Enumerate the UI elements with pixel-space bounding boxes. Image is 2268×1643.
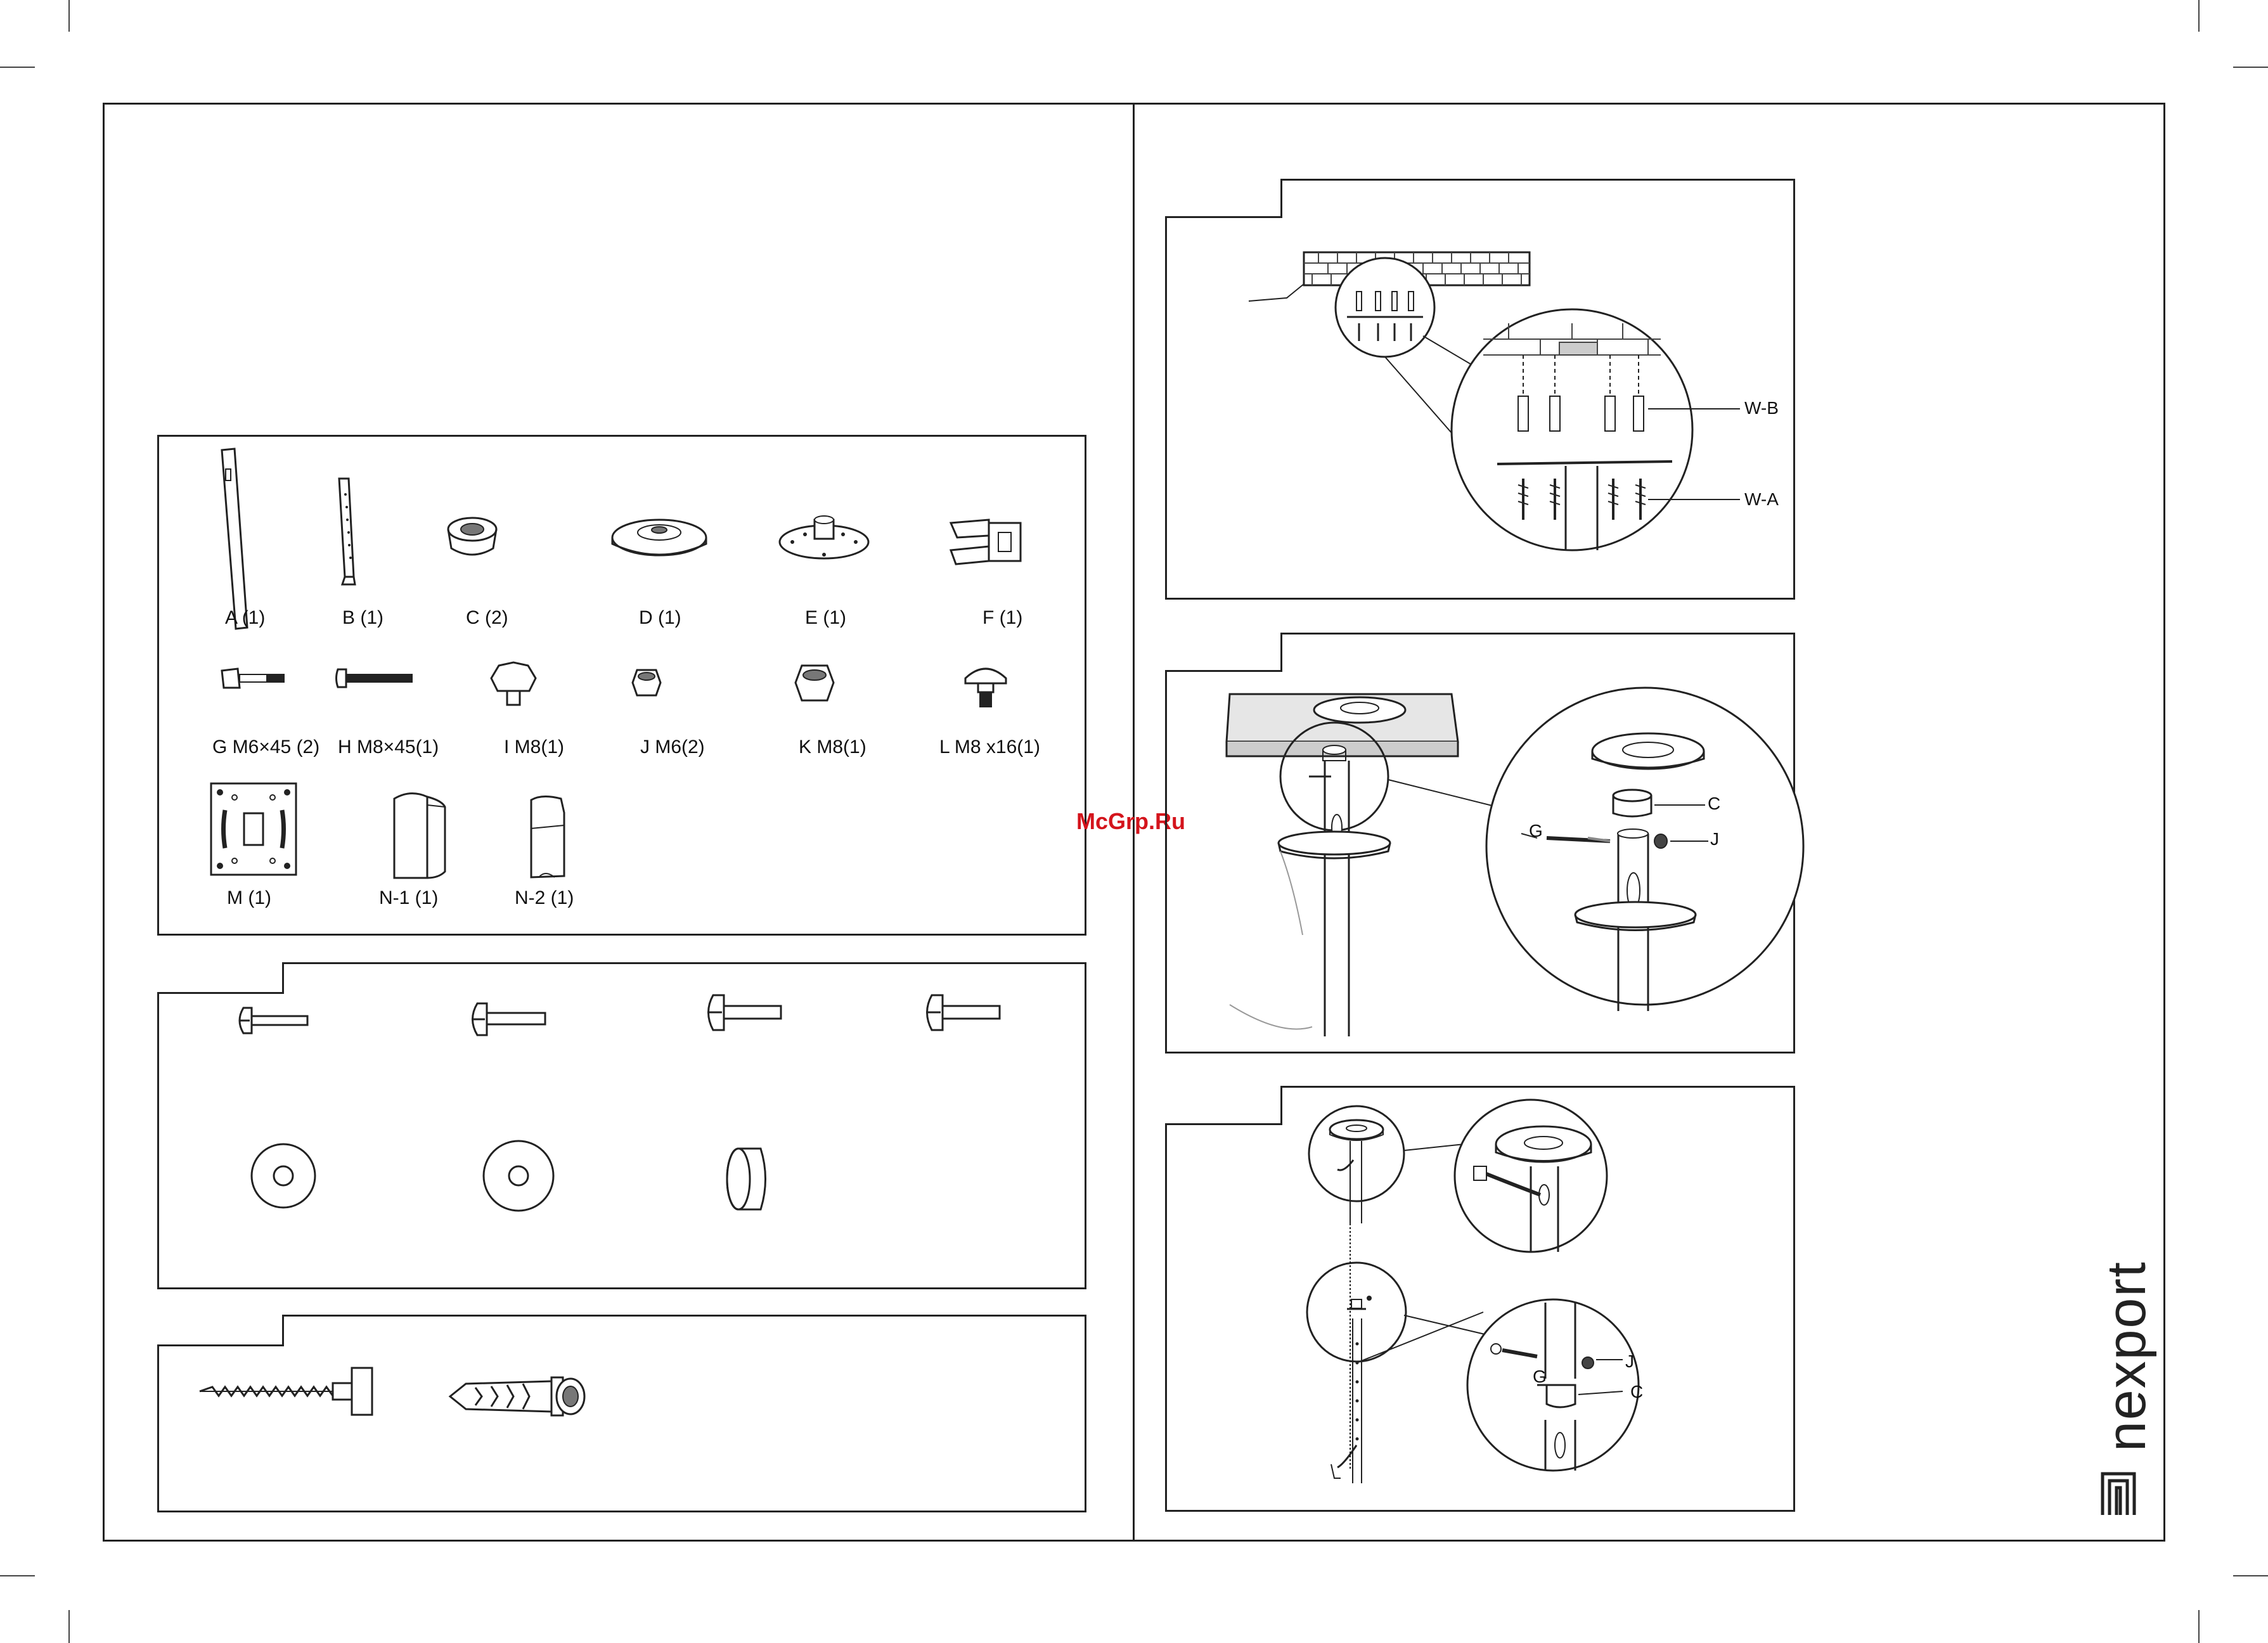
part-e-label: E (1) [805, 607, 846, 629]
part-k-nut-drawing [792, 662, 837, 704]
screws-pack-tab [157, 962, 284, 994]
step-3-callout-g: G [1533, 1367, 1547, 1387]
crop-mark [2198, 1610, 2200, 1643]
part-a-label: A (1) [225, 607, 265, 629]
step-1-callout-wb: W-B [1744, 398, 1779, 418]
wall-fixings-tab [157, 1315, 284, 1346]
ceiling-anchor-diagram [1242, 241, 1749, 577]
part-n1-clip-drawing [388, 789, 451, 884]
machine-screw-4-drawing [922, 992, 1005, 1033]
step-2-tab [1165, 633, 1282, 672]
crop-mark [2233, 1575, 2268, 1576]
part-f-bracket-drawing [944, 513, 1033, 570]
part-f-label: F (1) [983, 607, 1022, 629]
part-c-label: C (2) [466, 607, 508, 629]
machine-screw-1-drawing [236, 1005, 312, 1036]
cable-routing-diagram [1293, 1090, 1686, 1509]
part-l-label: L M8 x16(1) [939, 737, 1040, 758]
part-m-vesa-plate-drawing [206, 778, 301, 880]
washer-2-drawing [480, 1138, 557, 1214]
brand-logo-icon [2099, 1471, 2137, 1516]
part-a-tube-drawing [209, 444, 260, 634]
wall-plug-drawing [444, 1372, 590, 1420]
step-1-tab [1165, 179, 1282, 218]
part-j-label: J M6(2) [640, 737, 705, 758]
part-h-bolt-drawing [335, 667, 417, 690]
pole-ceiling-mount-diagram [1204, 681, 1788, 1036]
part-h-label: H M8×45(1) [338, 737, 439, 758]
step-2-callout-j: J [1710, 829, 1719, 849]
part-d-base-plate-drawing [609, 513, 710, 564]
part-k-label: K M8(1) [799, 737, 867, 758]
part-i-label: I M8(1) [504, 737, 564, 758]
step-3-tab [1165, 1086, 1282, 1125]
part-n2-label: N-2 (1) [515, 887, 574, 909]
step-3-callout-c: C [1630, 1382, 1643, 1402]
crop-mark [68, 0, 70, 32]
machine-screw-2-drawing [468, 1000, 550, 1038]
crop-mark [0, 67, 35, 68]
spacer-drawing [723, 1144, 773, 1214]
brand-wordmark: nexport [2096, 1261, 2158, 1452]
step-1-callout-wa: W-A [1744, 489, 1779, 510]
part-d-label: D (1) [639, 607, 681, 629]
step-2-callout-c: C [1708, 794, 1720, 814]
part-g-bolt-drawing [219, 666, 288, 691]
part-n2-clip-drawing [526, 794, 570, 882]
crop-mark [2198, 0, 2200, 32]
part-i-knob-drawing [485, 659, 542, 710]
part-c-collar-drawing [444, 513, 501, 564]
part-b-tube-drawing [330, 475, 368, 590]
part-n1-label: N-1 (1) [379, 887, 438, 909]
step-2-callout-g: G [1529, 821, 1543, 841]
crop-mark [68, 1610, 70, 1643]
washer-1-drawing [248, 1141, 318, 1211]
step-3-callout-j: J [1625, 1351, 1634, 1372]
crop-mark [2233, 67, 2268, 68]
part-m-label: M (1) [227, 887, 271, 909]
crop-mark [0, 1575, 35, 1576]
part-g-label: G M6×45 (2) [212, 737, 319, 758]
part-j-nut-drawing [631, 667, 662, 699]
machine-screw-3-drawing [704, 992, 786, 1033]
part-e-flange-drawing [776, 510, 872, 567]
part-l-carriage-bolt-drawing [960, 659, 1011, 710]
part-b-label: B (1) [342, 607, 383, 629]
lag-screw-drawing [193, 1363, 377, 1420]
